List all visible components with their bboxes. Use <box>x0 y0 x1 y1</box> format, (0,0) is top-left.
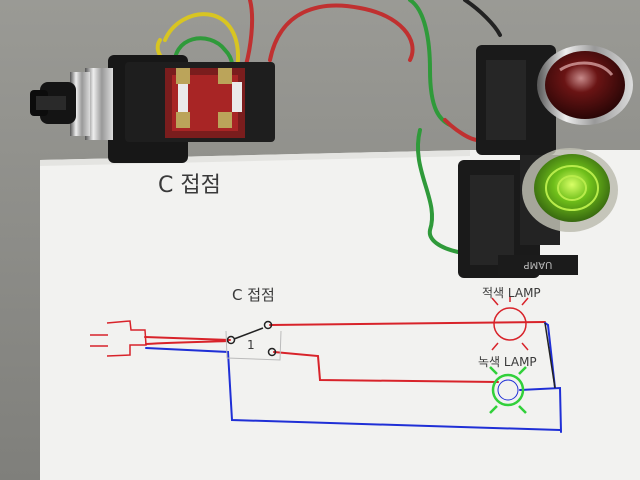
red-lamp-symbol <box>491 296 529 351</box>
red-wires <box>144 321 546 383</box>
green-lamp-label: 녹색 LAMP <box>478 355 537 369</box>
circuit-diagram: 1 C 접점 적색 LAMP 녹색 LAMP <box>90 286 562 433</box>
red-lamp-label: 적색 LAMP <box>482 286 541 300</box>
switch-caption: C 접점 <box>158 173 221 198</box>
green-pilot-lamp-icon: UAMP <box>458 148 618 278</box>
green-lamp-symbol <box>489 366 527 414</box>
switch-label: C 접점 <box>232 286 275 304</box>
lamp-housing-text: UAMP <box>524 259 553 270</box>
loose-wires <box>155 0 502 254</box>
red-pilot-lamp-icon <box>476 45 633 155</box>
blue-wires <box>145 322 562 433</box>
selector-switch-icon <box>30 55 275 163</box>
c-contact-switch-symbol <box>225 320 282 361</box>
switch-contact-number: 1 <box>247 338 255 352</box>
